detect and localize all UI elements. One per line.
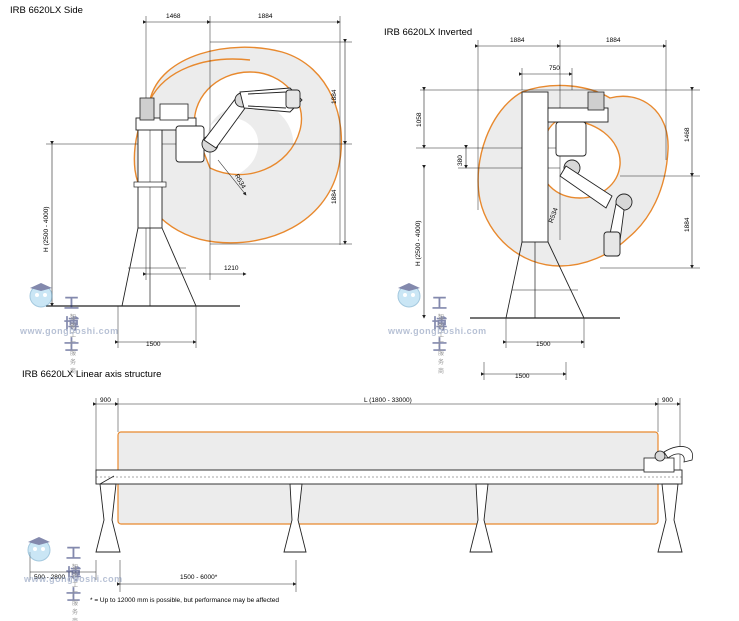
side-dim-1884-top: 1884	[258, 13, 273, 20]
watermark-sub: 智能工厂服务商	[70, 314, 78, 375]
inverted-title: IRB 6620LX Inverted	[384, 27, 473, 38]
watermark-sub: 智能工厂服务商	[438, 314, 446, 375]
inverted-robot	[555, 121, 633, 257]
watermark-url: www.gongboshi.com	[388, 326, 487, 336]
linear-robot	[99, 446, 693, 485]
inverted-column	[521, 91, 549, 243]
side-work-envelope	[207, 104, 294, 184]
linear-dim-spacing-range: 1500 - 6000*	[180, 574, 218, 581]
linear-dim-900-right: 900	[662, 397, 673, 404]
inverted-dim-h-range: H (2500 - 4000)	[415, 220, 422, 266]
watermark-brand: 工博士	[432, 294, 450, 354]
inverted-dim-1884-left: 1884	[510, 37, 525, 44]
linear-dim-pillar-range: 500 - 2800	[34, 574, 66, 581]
linear-title: IRB 6620LX Linear axis structure	[22, 369, 162, 380]
side-dim-1468: 1468	[166, 13, 181, 20]
watermark-sub: 智能工厂服务商	[72, 564, 80, 621]
inverted-view	[416, 40, 700, 380]
watermark-brand: 工博士	[66, 544, 84, 604]
mascot-icon	[397, 283, 421, 308]
watermark-top-right: 工博士 智能工厂服务商 www.gongboshi.com	[388, 278, 486, 375]
mascot-icon	[29, 283, 53, 308]
side-dim-1884-upper: 1884	[331, 89, 338, 104]
inverted-dim-750: 750	[549, 65, 560, 72]
footnote: * = Up to 12000 mm is possible, but perf…	[90, 597, 280, 604]
inverted-dim-1884-right: 1884	[606, 37, 621, 44]
inverted-dim-1500-a: 1500	[536, 341, 551, 348]
watermark-url: www.gongboshi.com	[20, 326, 119, 336]
watermark-brand: 工博士	[64, 294, 82, 354]
mascot-icon	[27, 537, 51, 562]
side-title: IRB 6620LX Side	[10, 5, 83, 16]
watermark-top-left: 工博士 智能工厂服务商 www.gongboshi.com	[20, 278, 118, 375]
inverted-dim-1500-b: 1500	[515, 373, 530, 380]
inverted-dim-1468: 1468	[684, 127, 691, 142]
side-work-envelope-outer	[133, 46, 342, 244]
side-dim-1210: 1210	[224, 265, 239, 272]
linear-view	[29, 398, 693, 592]
watermark-url: www.gongboshi.com	[24, 574, 123, 584]
linear-dim-length: L (1800 - 33000)	[364, 397, 412, 404]
side-dim-1884-lower: 1884	[331, 189, 338, 204]
side-dim-1500: 1500	[146, 341, 161, 348]
watermark-bottom-left: 工博士 智能工厂服务商 www.gongboshi.com	[22, 532, 122, 621]
linear-dim-900-left: 900	[100, 397, 111, 404]
side-view	[46, 16, 352, 348]
inverted-dim-380: 380	[457, 155, 464, 166]
side-robot	[175, 87, 303, 163]
linear-pillars	[95, 483, 683, 553]
side-dim-h-range: H (2500 - 4000)	[43, 206, 50, 252]
inverted-dim-1058: 1058	[416, 112, 423, 127]
inverted-dim-1884-v: 1884	[684, 217, 691, 232]
